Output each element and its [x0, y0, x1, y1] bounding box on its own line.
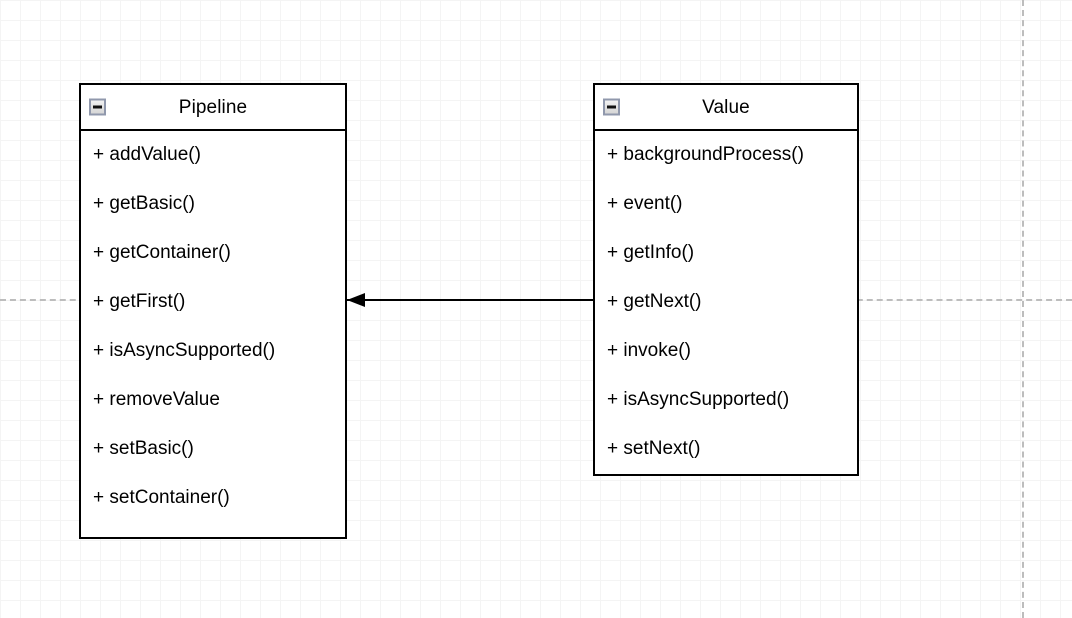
uml-member[interactable]: + removeValue: [93, 389, 220, 410]
uml-member-list-pipeline: + addValue() + getBasic() + getContainer…: [81, 131, 345, 537]
uml-member[interactable]: + getContainer(): [93, 242, 231, 263]
uml-member[interactable]: + getBasic(): [93, 193, 195, 214]
uml-class-header-value: Value: [595, 85, 857, 131]
uml-member[interactable]: + backgroundProcess(): [607, 144, 804, 165]
uml-class-title: Value: [702, 96, 750, 118]
uml-member[interactable]: + invoke(): [607, 340, 691, 361]
minus-glyph: [93, 105, 102, 109]
association-arrowhead-icon: [347, 293, 365, 307]
collapse-minus-icon[interactable]: [603, 98, 620, 116]
uml-class-pipeline[interactable]: Pipeline + addValue() + getBasic() + get…: [79, 83, 347, 539]
uml-member[interactable]: + getFirst(): [93, 291, 186, 312]
uml-member[interactable]: + getInfo(): [607, 242, 695, 263]
uml-member[interactable]: + event(): [607, 193, 683, 214]
alignment-guide-vertical: [1022, 0, 1024, 618]
uml-member[interactable]: + isAsyncSupported(): [93, 340, 276, 361]
uml-class-value[interactable]: Value + backgroundProcess() + event() + …: [593, 83, 859, 476]
uml-member[interactable]: + setNext(): [607, 438, 701, 459]
uml-member-list-value: + backgroundProcess() + event() + getInf…: [595, 131, 857, 488]
uml-member[interactable]: + isAsyncSupported(): [607, 389, 790, 410]
uml-member[interactable]: + addValue(): [93, 144, 201, 165]
uml-member[interactable]: + getNext(): [607, 291, 702, 312]
uml-class-title: Pipeline: [178, 96, 248, 118]
uml-class-header-pipeline: Pipeline: [81, 85, 345, 131]
minus-glyph: [607, 105, 616, 109]
uml-member[interactable]: + setBasic(): [93, 438, 194, 459]
association-edge-line[interactable]: [347, 299, 593, 301]
collapse-minus-icon[interactable]: [89, 98, 106, 116]
uml-member[interactable]: + setContainer(): [93, 487, 230, 508]
